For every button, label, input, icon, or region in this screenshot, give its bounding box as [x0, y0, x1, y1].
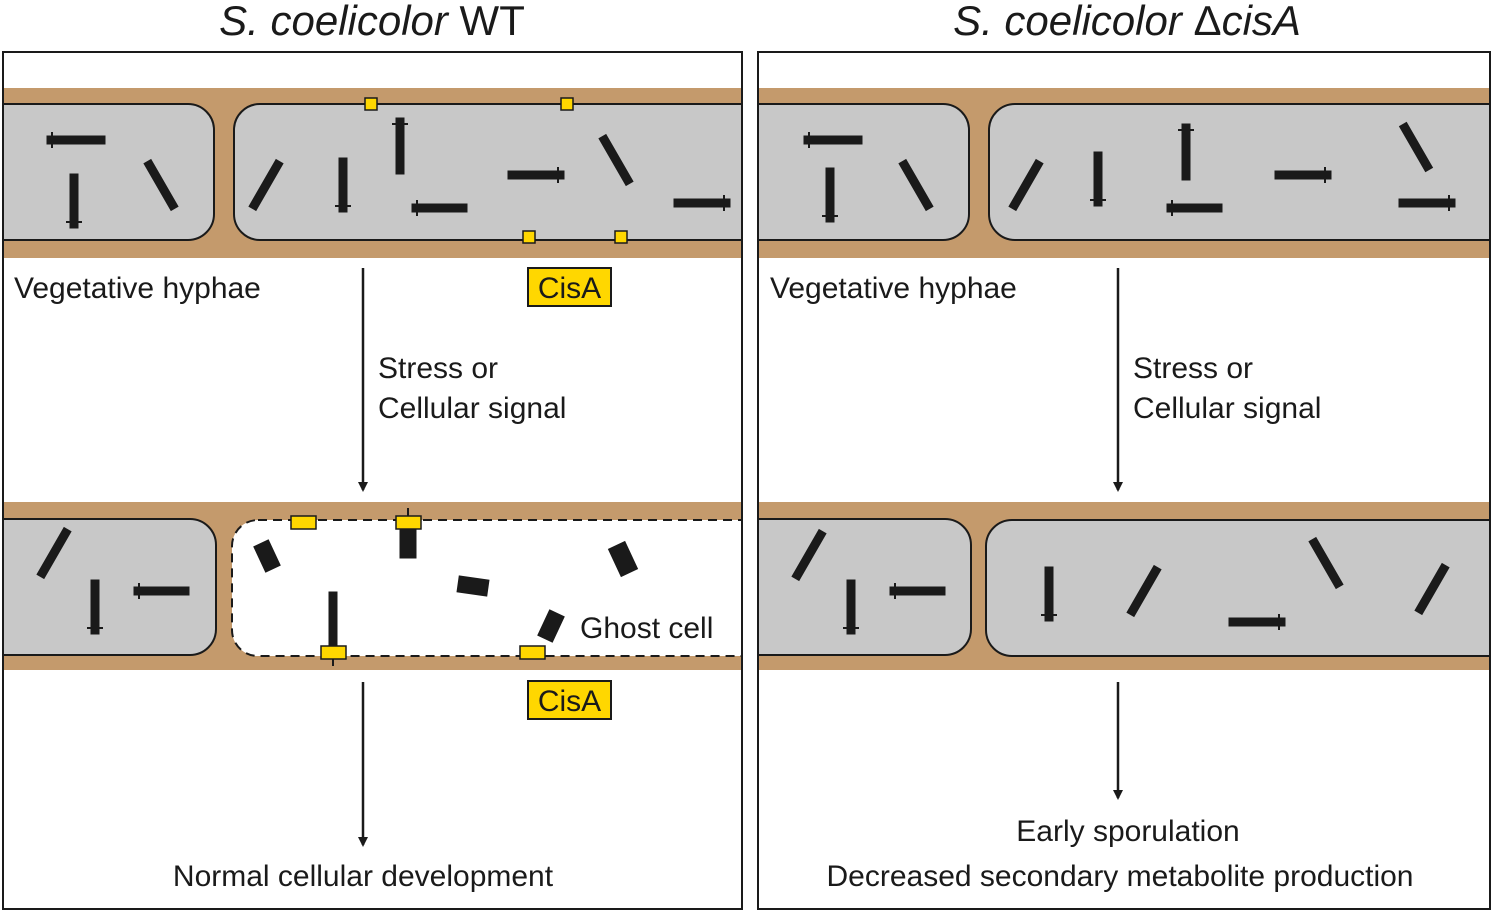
left-bottom-chromosomes — [36, 508, 639, 666]
left-panel-frame — [2, 51, 743, 910]
left-top-cell-1 — [3, 103, 215, 241]
left-outcome-label: Normal cellular development — [173, 860, 554, 893]
left-cisa-label-bottom: CisA — [538, 685, 601, 718]
left-signal-line1: Stress or — [378, 352, 498, 385]
right-outcome-line1: Early sporulation — [1016, 815, 1239, 848]
ghost-cell-label: Ghost cell — [580, 612, 713, 645]
left-bottom-cisa-proteins — [290, 515, 546, 660]
right-bottom-cell-2 — [985, 519, 1490, 657]
left-top-cisa-proteins — [364, 97, 628, 244]
right-signal-line1: Stress or — [1133, 352, 1253, 385]
left-vegetative-label: Vegetative hyphae — [14, 272, 261, 305]
left-panel: Vegetative hyphae CisA Stress or Cellula… — [2, 51, 743, 910]
left-top-cell-2 — [233, 103, 742, 241]
left-cisa-label-top: CisA — [538, 272, 601, 305]
right-panel-frame — [757, 51, 1491, 910]
right-signal-line2: Cellular signal — [1133, 392, 1321, 425]
right-bottom-chromosomes — [791, 528, 1450, 635]
left-cisa-box-top — [527, 267, 612, 307]
left-cisa-box-bottom — [527, 680, 612, 720]
right-panel: Vegetative hyphae Stress or Cellular sig… — [757, 51, 1491, 910]
right-vegetative-label: Vegetative hyphae — [770, 272, 1017, 305]
right-top-cell-2 — [988, 103, 1490, 241]
left-signal-line2: Cellular signal — [378, 392, 566, 425]
left-panel-title: S. coelicolor WT — [219, 0, 525, 44]
right-outcome-line2: Decreased secondary metabolite productio… — [826, 860, 1413, 893]
left-top-chromosomes — [46, 117, 731, 229]
right-top-chromosomes — [803, 121, 1456, 223]
right-panel-title: S. coelicolor ΔcisA — [953, 0, 1301, 44]
right-top-cell-1 — [758, 103, 970, 241]
